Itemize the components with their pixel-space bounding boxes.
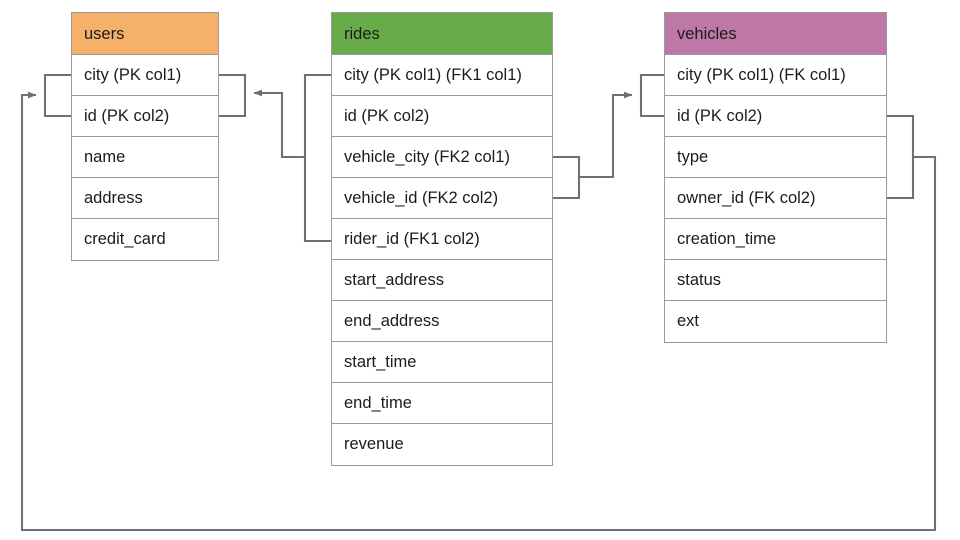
- entity-vehicles-title: vehicles: [665, 13, 886, 55]
- entity-vehicles-field-id[interactable]: id (PK col2): [665, 96, 886, 137]
- edge-rides-fk1-bracket-users: [219, 73, 247, 118]
- entity-rides-field-revenue[interactable]: revenue: [332, 424, 552, 465]
- edge-rides-fk1-bracket-rides: [303, 73, 331, 243]
- entity-rides-field-vehicle-city[interactable]: vehicle_city (FK2 col1): [332, 137, 552, 178]
- entity-rides-field-start-time[interactable]: start_time: [332, 342, 552, 383]
- entity-vehicles-field-creation-time[interactable]: creation_time: [665, 219, 886, 260]
- entity-vehicles-field-owner-id[interactable]: owner_id (FK col2): [665, 178, 886, 219]
- entity-rides-field-rider-id[interactable]: rider_id (FK1 col2): [332, 219, 552, 260]
- entity-users[interactable]: users city (PK col1) id (PK col2) name a…: [71, 12, 219, 261]
- edge-rides-fk2-connector: [579, 91, 633, 179]
- entity-rides-field-end-time[interactable]: end_time: [332, 383, 552, 424]
- entity-users-field-address[interactable]: address: [72, 178, 218, 219]
- entity-users-field-credit-card[interactable]: credit_card: [72, 219, 218, 260]
- entity-vehicles-field-ext[interactable]: ext: [665, 301, 886, 342]
- edge-vehicles-fk-bracket-users: [43, 73, 71, 118]
- entity-vehicles-field-type[interactable]: type: [665, 137, 886, 178]
- entity-users-title: users: [72, 13, 218, 55]
- entity-rides-field-end-address[interactable]: end_address: [332, 301, 552, 342]
- entity-rides-title: rides: [332, 13, 552, 55]
- edge-rides-fk2-bracket-vehicles: [639, 73, 664, 118]
- entity-users-field-id[interactable]: id (PK col2): [72, 96, 218, 137]
- edge-rides-fk2-bracket-rides: [553, 155, 581, 200]
- entity-rides-field-city[interactable]: city (PK col1) (FK1 col1): [332, 55, 552, 96]
- entity-vehicles-field-city[interactable]: city (PK col1) (FK col1): [665, 55, 886, 96]
- entity-rides-field-start-address[interactable]: start_address: [332, 260, 552, 301]
- entity-rides[interactable]: rides city (PK col1) (FK1 col1) id (PK c…: [331, 12, 553, 466]
- entity-users-field-city[interactable]: city (PK col1): [72, 55, 218, 96]
- entity-users-field-name[interactable]: name: [72, 137, 218, 178]
- entity-vehicles-field-status[interactable]: status: [665, 260, 886, 301]
- entity-vehicles[interactable]: vehicles city (PK col1) (FK col1) id (PK…: [664, 12, 887, 343]
- edge-vehicles-fk-bracket-vehicles: [887, 114, 915, 200]
- entity-rides-field-id[interactable]: id (PK col2): [332, 96, 552, 137]
- entity-rides-field-vehicle-id[interactable]: vehicle_id (FK2 col2): [332, 178, 552, 219]
- edge-rides-fk1-connector: [253, 89, 305, 159]
